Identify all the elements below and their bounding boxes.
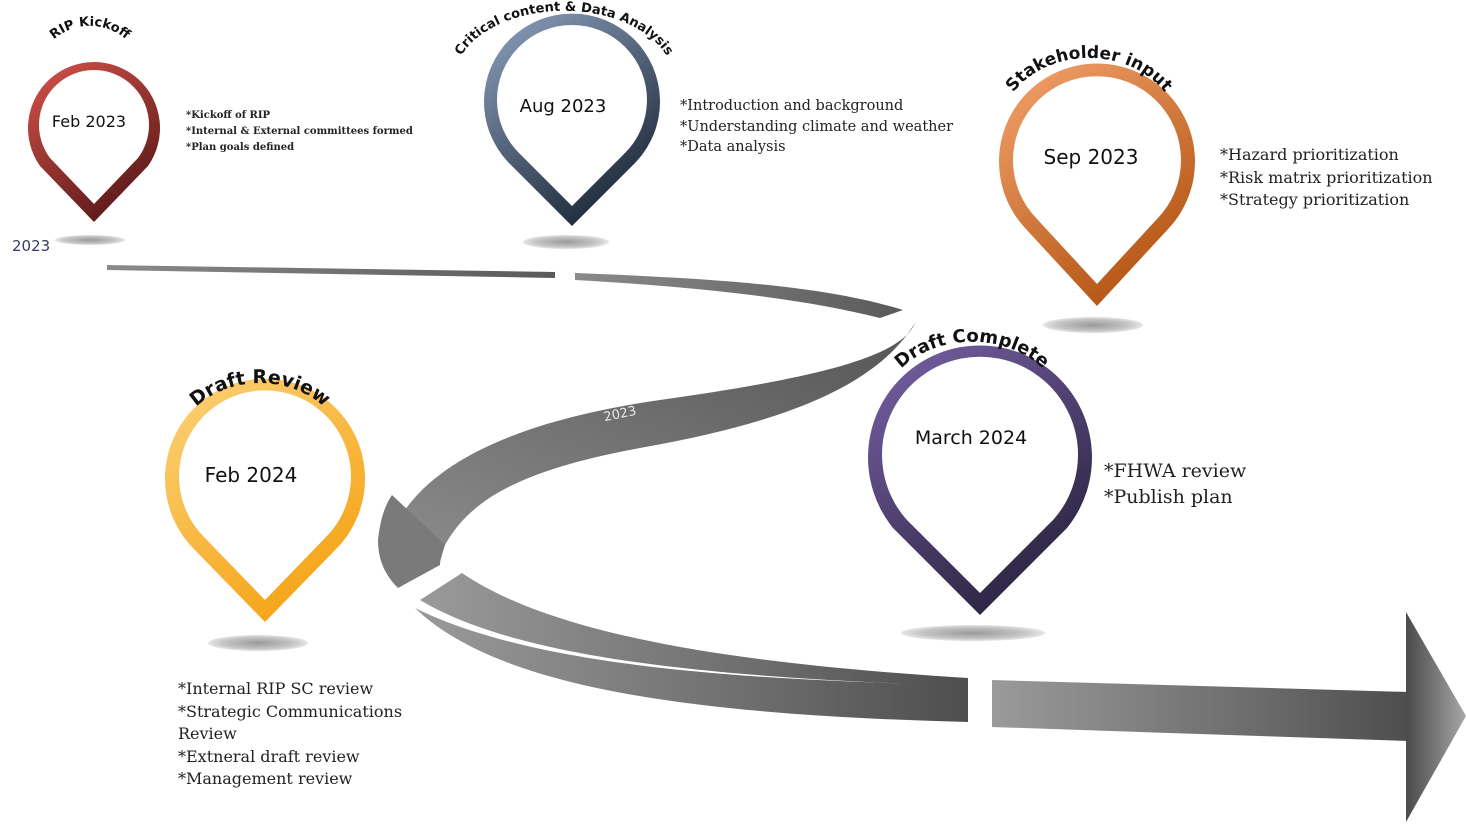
- note-item: Data analysis: [680, 137, 953, 158]
- note-item: Introduction and background: [680, 96, 953, 117]
- note-item: Internal RIP SC review: [178, 678, 426, 701]
- pin-date: Sep 2023: [1044, 145, 1139, 169]
- road-year-label: 2023: [602, 404, 637, 426]
- start-year-label: 2023: [12, 237, 50, 255]
- road-bottom-segment-2: [420, 573, 968, 686]
- milestone-pin-stakeholder-input: Sep 2023: [999, 63, 1195, 306]
- milestone-pin-draft-complete: March 2024: [868, 345, 1092, 615]
- pin-inner: [1012, 76, 1181, 284]
- note-item: Internal & External committees formed: [186, 124, 413, 140]
- notes-draft-review: Internal RIP SC review Strategic Communi…: [178, 678, 426, 791]
- notes-draft-complete: FHWA review Publish plan: [1104, 458, 1247, 510]
- note-item: Kickoff of RIP: [186, 108, 413, 124]
- pin-inner: [178, 390, 351, 600]
- milestone-pin-critical-content: Aug 2023: [483, 13, 661, 227]
- road-bottom-segment: [415, 608, 968, 722]
- note-item: Management review: [178, 768, 426, 791]
- pin-inner: [39, 70, 149, 204]
- pin-date: March 2024: [915, 427, 1027, 449]
- pin-shadow: [523, 235, 609, 249]
- pin-date: Feb 2023: [52, 112, 126, 131]
- note-item: Risk matrix prioritization: [1220, 167, 1433, 190]
- pin-shadow: [208, 635, 308, 651]
- milestone-pin-rip-kickoff: Feb 2023: [28, 62, 161, 222]
- pin-inner: [882, 356, 1078, 593]
- note-item: Strategic Communications Review: [178, 701, 426, 746]
- timeline-arrow-head: [1406, 612, 1466, 822]
- pin-shadow: [1043, 317, 1143, 333]
- timeline-road: 2023: [107, 265, 1466, 822]
- note-item: Strategy prioritization: [1220, 189, 1433, 212]
- road-top-segment-2: [575, 273, 903, 318]
- road-final-segment: [992, 680, 1408, 741]
- milestone-pin-draft-review: Feb 2024: [164, 378, 365, 622]
- pin-shadow: [55, 235, 125, 245]
- note-item: Publish plan: [1104, 484, 1246, 510]
- pin-inner: [497, 24, 647, 207]
- road-top-segment: [107, 265, 555, 278]
- note-item: Extneral draft review: [178, 746, 426, 769]
- notes-rip-kickoff: Kickoff of RIP Internal & External commi…: [186, 108, 413, 156]
- milestone-title: RIP Kickoff: [47, 15, 133, 43]
- note-item: FHWA review: [1104, 458, 1247, 484]
- note-item: Understanding climate and weather: [680, 117, 953, 138]
- note-item: Plan goals defined: [186, 140, 413, 156]
- pin-shadow: [901, 625, 1045, 641]
- road-curve-lower: [378, 495, 445, 588]
- road-curve: [395, 323, 915, 545]
- notes-critical-content: Introduction and background Understandin…: [680, 96, 953, 158]
- pin-date: Aug 2023: [520, 96, 607, 117]
- note-item: Hazard prioritization: [1220, 144, 1433, 167]
- pin-date: Feb 2024: [205, 463, 298, 487]
- notes-stakeholder-input: Hazard prioritization Risk matrix priori…: [1220, 144, 1433, 212]
